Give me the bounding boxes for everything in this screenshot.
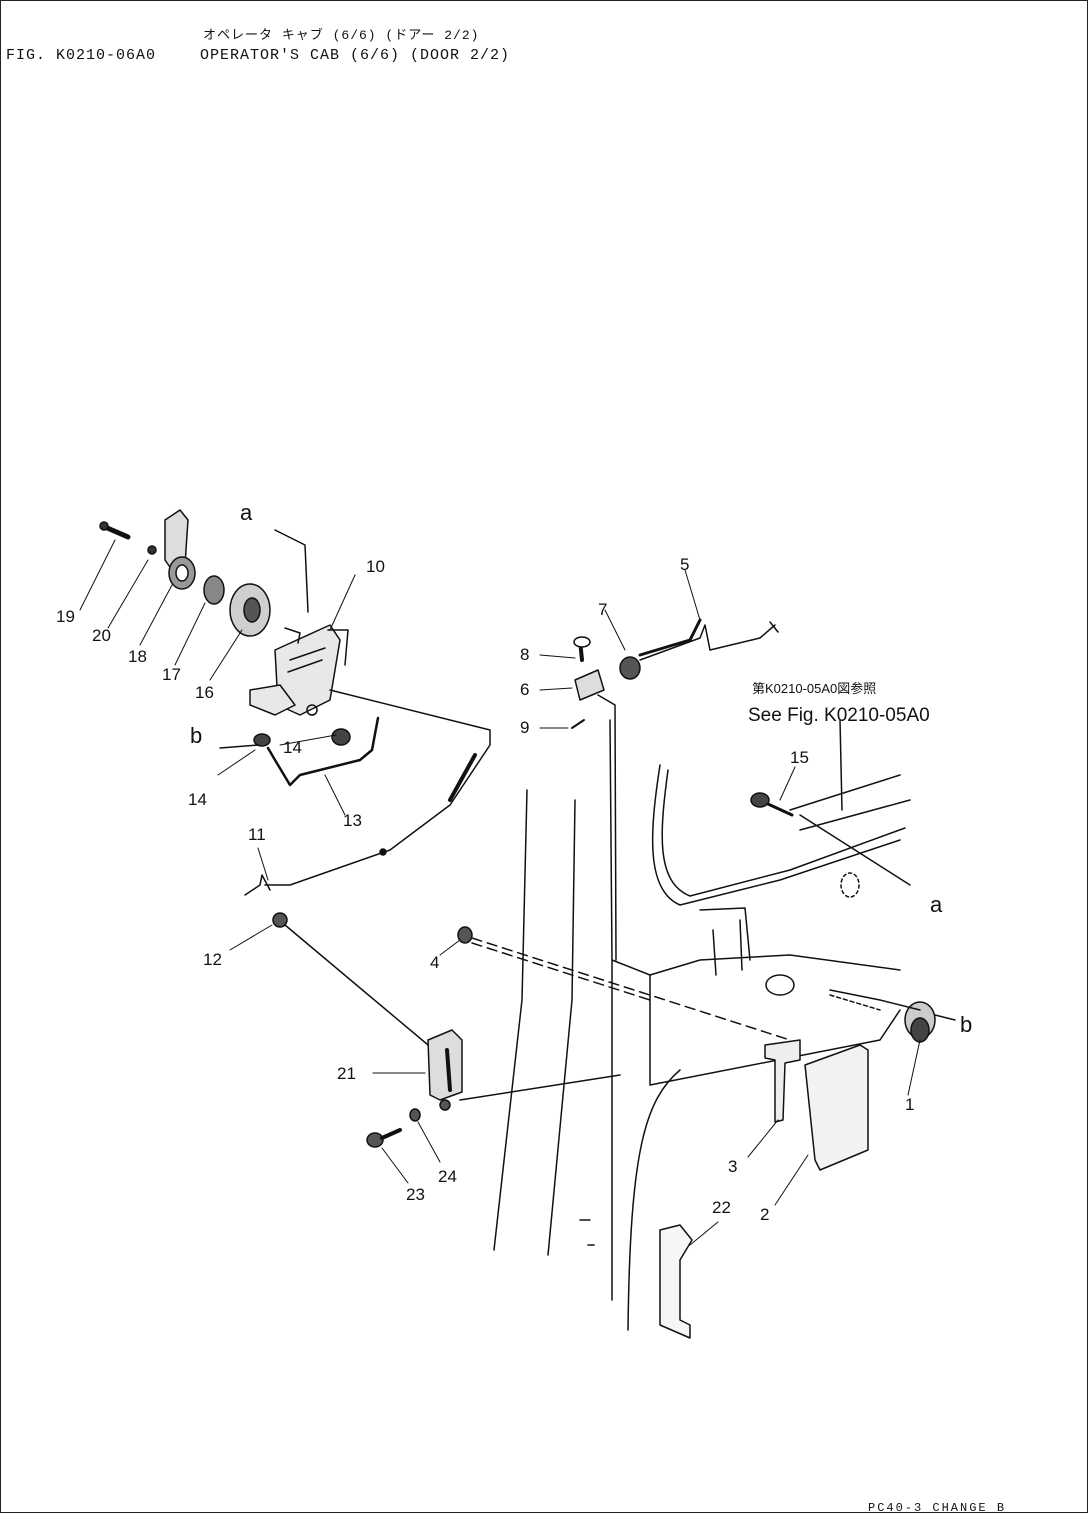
link-12: [284, 924, 441, 1056]
nut-4: [457, 926, 473, 944]
part-label-12: 12: [203, 950, 222, 969]
plate-2: [804, 1044, 869, 1171]
part-label-21: 21: [337, 1064, 356, 1083]
connector-b-right: b: [960, 1012, 972, 1037]
footer-code: PC40-3 CHANGE B: [868, 1501, 1007, 1515]
washer-17: [203, 575, 225, 605]
part-label-7: 7: [598, 600, 607, 619]
part-label-14b: 14: [188, 790, 207, 809]
leader-lines: [79, 539, 921, 1246]
connector-a-right: a: [930, 892, 943, 917]
page-title: OPERATOR'S CAB (6/6) (DOOR 2/2): [200, 47, 511, 64]
part-label-4: 4: [430, 953, 439, 972]
reference-japanese: 第K0210-05A0図参照: [752, 681, 876, 696]
lock-cylinder: [829, 989, 936, 1043]
rod-11: [244, 689, 491, 896]
leader-4: [471, 937, 791, 1041]
bolt-15: [750, 792, 794, 817]
pin-9: [571, 719, 585, 729]
part-label-14a: 14: [283, 738, 302, 757]
reference-arrow: [839, 719, 843, 811]
clip-14-upper: [331, 728, 351, 746]
connector-b-left: b: [190, 723, 202, 748]
washer-24: [409, 1108, 421, 1122]
part-label-2: 2: [760, 1205, 769, 1224]
part-label-23: 23: [406, 1185, 425, 1204]
part-label-9: 9: [520, 718, 529, 737]
japanese-title: オペレータ キャブ (6/6) (ドアー 2/2): [203, 28, 480, 43]
inside-handle-rod: [638, 618, 779, 661]
part-label-24: 24: [438, 1167, 457, 1186]
part-label-10: 10: [366, 557, 385, 576]
escutcheon: [229, 583, 271, 637]
part-label-8: 8: [520, 645, 529, 664]
part-label-20: 20: [92, 626, 111, 645]
rod-link: [597, 694, 617, 961]
rod-13: [266, 716, 380, 787]
connector-b-line: [219, 744, 259, 749]
bolt-23: [366, 1128, 402, 1148]
nut-12: [272, 912, 288, 928]
part-label-19: 19: [56, 607, 75, 626]
part-label-1: 1: [905, 1095, 914, 1114]
nut-7: [619, 656, 641, 680]
part-label-3: 3: [728, 1157, 737, 1176]
part-label-15: 15: [790, 748, 809, 767]
figure-number: FIG. K0210-06A0: [6, 47, 157, 64]
part-label-17: 17: [162, 665, 181, 684]
connector-a-line: [274, 529, 309, 613]
clip-14-lower: [253, 733, 271, 747]
lever-6: [574, 669, 605, 701]
handle: [164, 509, 196, 590]
connector-a-top: a: [240, 500, 253, 525]
bracket-3: [764, 1039, 801, 1123]
door-frame: [493, 719, 911, 1331]
door-lock: [249, 624, 349, 716]
connector-a-right-line: [799, 814, 911, 886]
part-label-6: 6: [520, 680, 529, 699]
striker-21: [427, 1029, 621, 1111]
connector-b-right-line: [934, 1014, 956, 1021]
part-label-5: 5: [680, 555, 689, 574]
bolt-19: [99, 521, 131, 540]
part-label-22: 22: [712, 1198, 731, 1217]
part-label-18: 18: [128, 647, 147, 666]
plate-22: [659, 1224, 693, 1339]
part-label-11: 11: [248, 825, 266, 844]
reference-english: See Fig. K0210-05A0: [748, 705, 930, 726]
part-label-13: 13: [343, 811, 362, 830]
washer-20: [147, 545, 157, 555]
part-label-16: 16: [195, 683, 214, 702]
